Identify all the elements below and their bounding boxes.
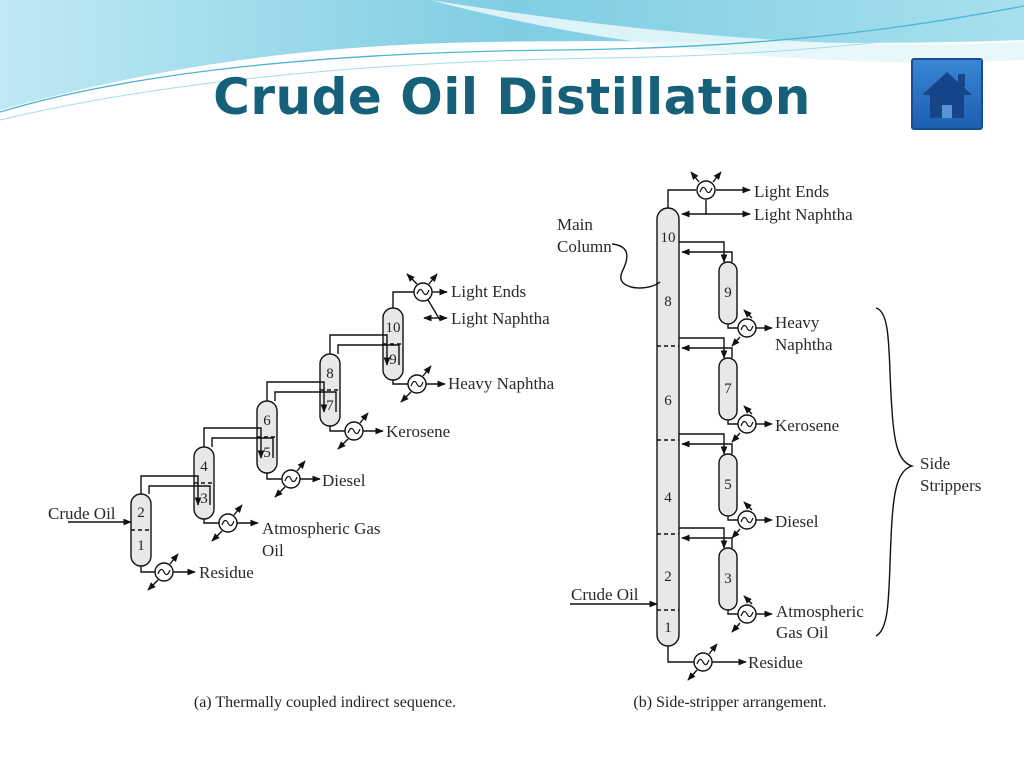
condenser-b (696, 180, 716, 200)
tray-label: 6 (263, 413, 271, 429)
figure-b-piping (570, 171, 915, 681)
side-strippers-label-line2: Strippers (920, 476, 981, 495)
exchanger-ago-b (737, 604, 757, 624)
tray-label: 4 (200, 459, 208, 475)
tray-label: 9 (724, 285, 732, 301)
exchanger-kerosene-b (737, 414, 757, 434)
product-residue-a: Residue (199, 563, 254, 582)
side-strippers-label-line1: Side (920, 454, 950, 473)
product-heavy-naphtha-a: Heavy Naphtha (448, 374, 555, 393)
product-light-ends-b: Light Ends (754, 182, 829, 201)
tray-label: 3 (200, 491, 208, 507)
tray-label: 7 (724, 381, 732, 397)
tray-label: 1 (664, 620, 672, 636)
product-light-naphtha-b: Light Naphtha (754, 205, 853, 224)
tray-label: 8 (326, 366, 334, 382)
product-ago-a-line1: Atmospheric Gas (262, 519, 381, 538)
product-ago-b-line1: Atmospheric (776, 602, 864, 621)
exchanger-diesel-a (281, 469, 301, 489)
product-kerosene-a: Kerosene (386, 422, 450, 441)
figure-b-tray-labels: 10 8 6 4 2 1 9 7 5 3 (661, 230, 733, 636)
tray-label: 4 (664, 490, 672, 506)
product-diesel-a: Diesel (322, 471, 366, 490)
feed-label-b: Crude Oil (571, 585, 639, 604)
tray-label: 10 (661, 230, 676, 246)
feed-label-a: Crude Oil (48, 504, 116, 523)
exchanger-residue-a (154, 562, 174, 582)
product-ago-b-line2: Gas Oil (776, 623, 829, 642)
exchanger-residue-b (693, 652, 713, 672)
tray-label: 7 (326, 398, 334, 414)
exchanger-heavy-naphtha-b (737, 318, 757, 338)
condenser-a (413, 282, 433, 302)
figure-b-labels: Main Column Light Ends Light Naphtha Hea… (557, 182, 981, 711)
tray-label: 3 (724, 571, 732, 587)
main-column-label-line2: Column (557, 237, 612, 256)
exchanger-kerosene-a (344, 421, 364, 441)
figure-a-labels: Crude Oil Residue Atmospheric Gas Oil Di… (48, 282, 555, 711)
main-column-label-line1: Main (557, 215, 593, 234)
tray-label: 10 (386, 320, 401, 336)
exchanger-diesel-b (737, 510, 757, 530)
caption-b: (b) Side-stripper arrangement. (633, 694, 826, 711)
figure-a-piping (68, 273, 448, 591)
figure-b-columns (656, 207, 738, 647)
tray-label: 5 (263, 445, 271, 461)
tray-label: 2 (664, 569, 672, 585)
product-light-naphtha-a: Light Naphtha (451, 309, 550, 328)
slide-title: Crude Oil Distillation (213, 68, 811, 126)
tray-label: 2 (137, 505, 145, 521)
header-banner (0, 0, 1024, 121)
home-icon (922, 72, 972, 118)
product-heavy-naphtha-b-line2: Naphtha (775, 335, 833, 354)
tray-label: 1 (137, 538, 145, 554)
product-heavy-naphtha-b-line1: Heavy (775, 313, 820, 332)
tray-label: 8 (664, 294, 672, 310)
product-residue-b: Residue (748, 653, 803, 672)
product-light-ends-a: Light Ends (451, 282, 526, 301)
exchanger-heavy-naphtha-a (407, 374, 427, 394)
product-kerosene-b: Kerosene (775, 416, 839, 435)
home-button[interactable] (911, 58, 983, 130)
product-ago-a-line2: Oil (262, 541, 284, 560)
figure-a-tray-labels: 1 2 3 4 5 6 7 8 9 10 (137, 320, 400, 554)
tray-label: 9 (389, 352, 397, 368)
product-diesel-b: Diesel (775, 512, 819, 531)
caption-a: (a) Thermally coupled indirect sequence. (194, 694, 456, 711)
exchanger-ago-a (218, 513, 238, 533)
tray-label: 6 (664, 393, 672, 409)
tray-label: 5 (724, 477, 732, 493)
